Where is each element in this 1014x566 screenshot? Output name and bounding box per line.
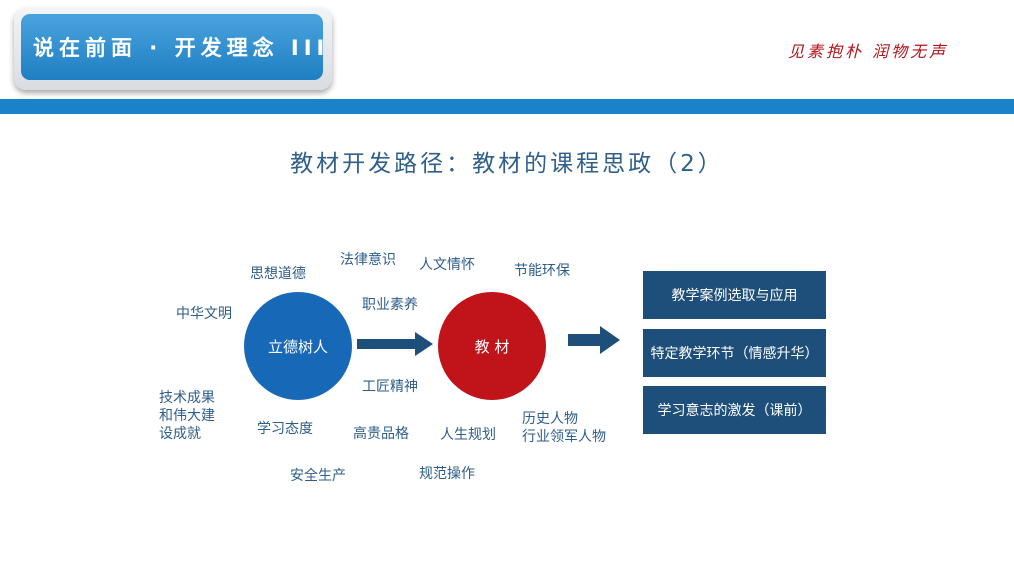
keyword-zhonghua: 中华文明 xyxy=(176,306,232,322)
circle-lide-shuren: 立德树人 xyxy=(244,292,352,400)
circle-jiaocai: 教 材 xyxy=(438,292,546,400)
arrow-right-icon xyxy=(568,326,620,354)
box-specific-teaching-stage: 特定教学环节（情感升华） xyxy=(643,329,826,377)
slogan: 见素抱朴 润物无声 xyxy=(788,42,949,61)
keyword-gaogui: 高贵品格 xyxy=(353,426,409,442)
keyword-renwen: 人文情怀 xyxy=(419,257,475,273)
top-divider-bar xyxy=(0,99,1014,114)
keyword-gongjiang: 工匠精神 xyxy=(362,379,418,395)
box-specific-teaching-stage-label: 特定教学环节（情感升华） xyxy=(650,346,819,362)
keyword-guifan: 规范操作 xyxy=(419,466,475,482)
circle-lide-shuren-label: 立德树人 xyxy=(267,337,328,356)
box-learning-motivation: 学习意志的激发（课前） xyxy=(643,386,826,434)
keyword-sixiang: 思想道德 xyxy=(250,266,306,282)
box-case-selection-label: 教学案例选取与应用 xyxy=(671,288,798,304)
keyword-rensheng: 人生规划 xyxy=(440,427,496,443)
keyword-jishu: 技术成果 和伟大建 设成就 xyxy=(159,390,215,442)
page-title: 教材开发路径：教材的课程思政（2） xyxy=(290,151,724,177)
header-banner: 说在前面 · 开发理念 III xyxy=(14,8,332,90)
keyword-lishi: 历史人物 行业领军人物 xyxy=(522,411,606,445)
keyword-anquan: 安全生产 xyxy=(290,468,346,484)
circle-jiaocai-label: 教 材 xyxy=(474,337,510,356)
keyword-zhiye: 职业素养 xyxy=(362,297,418,313)
box-learning-motivation-label: 学习意志的激发（课前） xyxy=(657,403,812,419)
keyword-fazhi: 法律意识 xyxy=(340,252,396,268)
arrow-right-icon xyxy=(357,332,433,356)
keyword-xuexi: 学习态度 xyxy=(257,421,313,437)
header-title: 说在前面 · 开发理念 III xyxy=(33,36,330,60)
keyword-jieneng: 节能环保 xyxy=(514,263,570,279)
header-banner-inner: 说在前面 · 开发理念 III xyxy=(21,14,324,80)
box-case-selection: 教学案例选取与应用 xyxy=(643,271,826,319)
